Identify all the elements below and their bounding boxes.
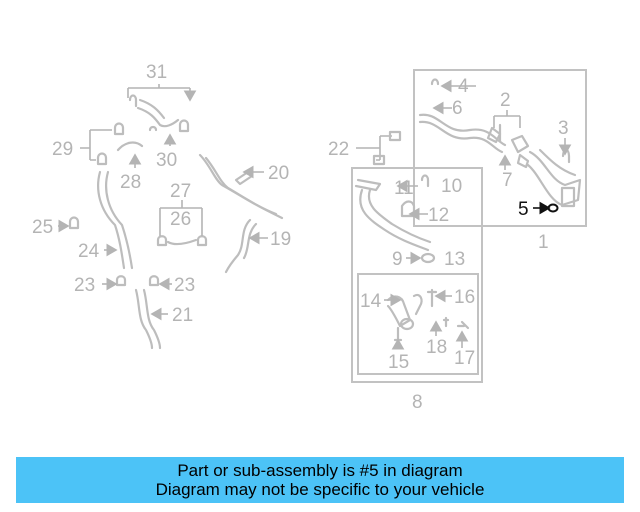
callout-16: 16 — [454, 287, 475, 308]
callout-30: 30 — [156, 150, 177, 171]
callout-8: 8 — [412, 392, 423, 413]
callout-26: 26 — [170, 209, 191, 230]
callout-21: 21 — [172, 305, 193, 326]
callout-13: 13 — [444, 249, 465, 270]
callout-18: 18 — [426, 337, 447, 358]
callout-24: 24 — [78, 241, 100, 262]
group-box-1 — [413, 69, 587, 227]
callout-4: 4 — [458, 76, 469, 97]
callout-3: 3 — [558, 118, 569, 139]
parts-diagram: 1 2 3 4 5 6 7 8 9 10 11 12 13 14 15 16 1… — [32, 62, 587, 413]
banner-line-part: Part or sub-assembly is #5 in diagram — [177, 461, 463, 480]
callout-10: 10 — [441, 176, 462, 197]
callout-23b: 23 — [174, 275, 195, 296]
callout-14: 14 — [360, 291, 382, 312]
callout-1: 1 — [538, 232, 549, 253]
callout-31: 31 — [146, 62, 167, 83]
callout-2: 2 — [500, 90, 511, 111]
banner-line-disclaimer: Diagram may not be specific to your vehi… — [155, 480, 485, 499]
callout-7: 7 — [502, 170, 513, 191]
callout-11: 11 — [394, 178, 414, 199]
callout-20: 20 — [268, 163, 289, 184]
hose-assembly-left — [68, 94, 284, 350]
callout-23a: 23 — [74, 275, 95, 296]
group-box-13 — [357, 273, 479, 375]
group-box-8 — [351, 167, 483, 383]
callout-12: 12 — [428, 205, 449, 226]
callout-5: 5 — [518, 199, 529, 220]
callout-19: 19 — [270, 229, 291, 250]
callout-15: 15 — [388, 352, 409, 373]
callout-28: 28 — [120, 172, 141, 193]
callout-17: 17 — [454, 348, 475, 369]
info-banner: Part or sub-assembly is #5 in diagram Di… — [16, 457, 624, 503]
callout-6: 6 — [452, 98, 463, 119]
callout-9: 9 — [392, 249, 403, 270]
callout-25: 25 — [32, 217, 53, 238]
part-5-o-ring — [547, 203, 559, 213]
callout-27: 27 — [170, 181, 191, 202]
callout-29: 29 — [52, 139, 73, 160]
callout-22: 22 — [328, 139, 349, 160]
